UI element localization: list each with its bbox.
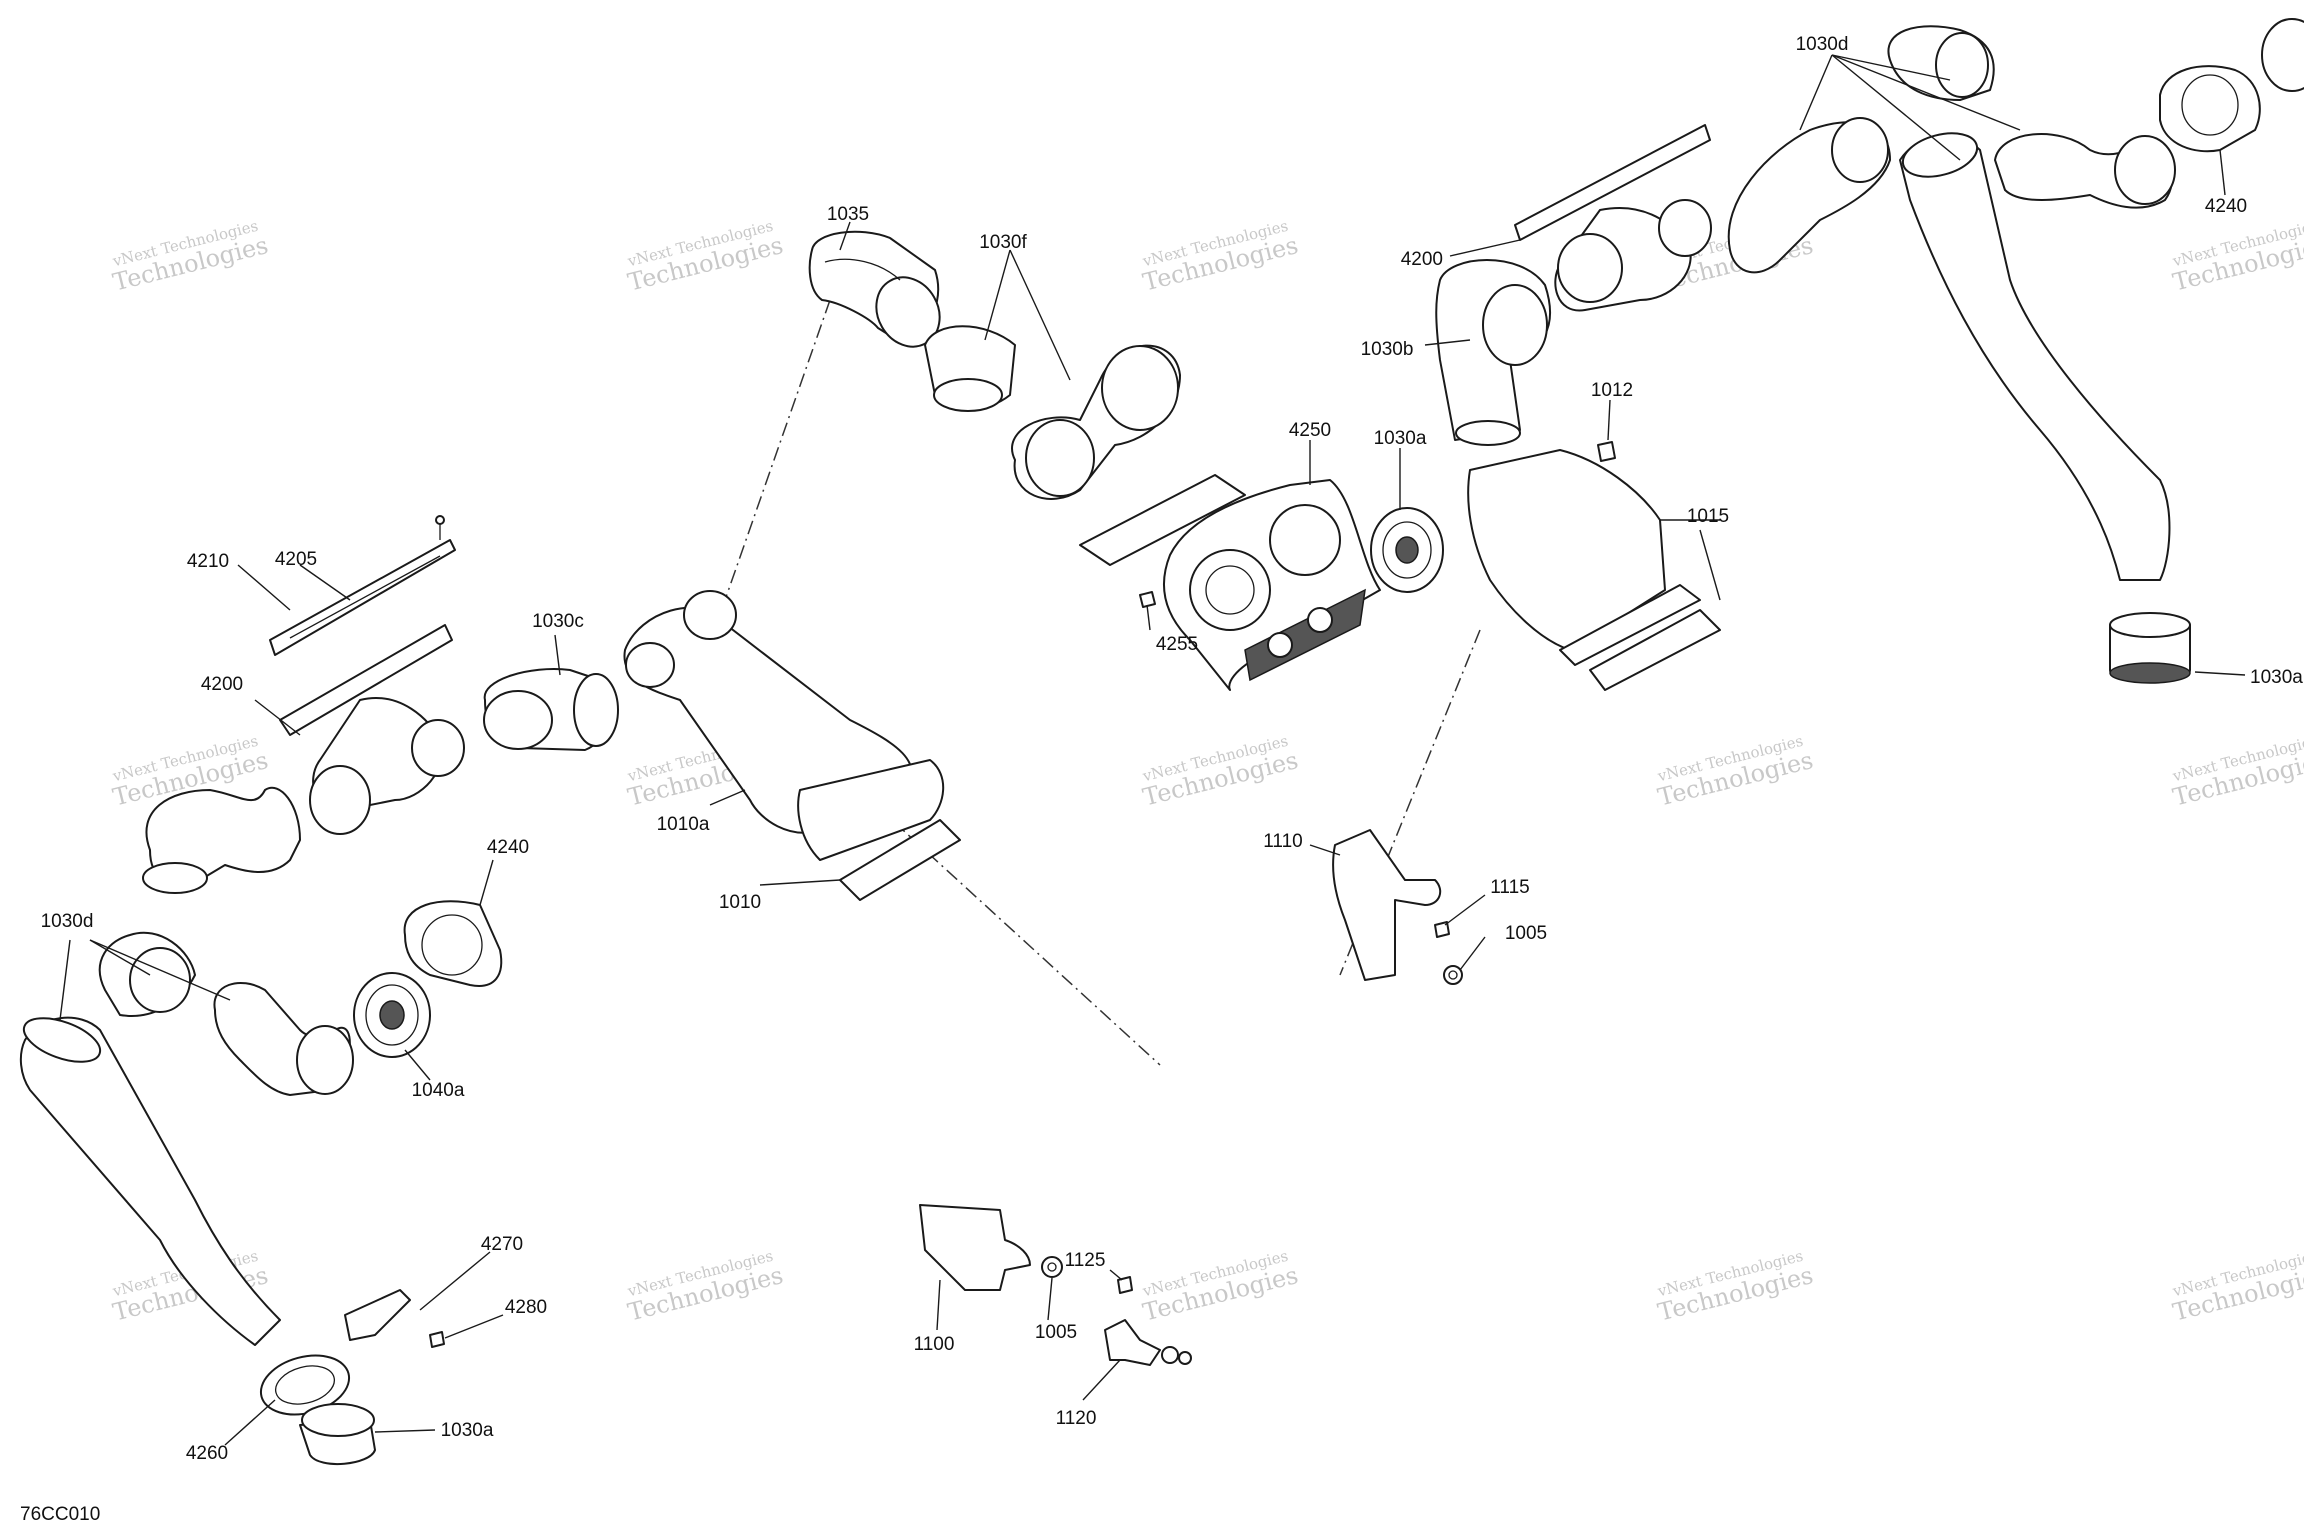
part-1030f-elbows <box>924 325 1181 500</box>
part-4200-vent-right <box>1514 124 1712 312</box>
label-1030d-right: 1030d <box>1796 34 1849 55</box>
part-1030a-right-vent <box>2109 612 2191 684</box>
part-4260-gasket <box>259 1354 351 1416</box>
part-1035-elbow <box>808 230 941 348</box>
label-1030a-center: 1030a <box>1374 428 1427 449</box>
label-1012: 1012 <box>1591 380 1633 401</box>
label-4200-left: 4200 <box>201 674 243 695</box>
part-4250-center-panel <box>1079 474 1381 691</box>
part-4200-vent-left <box>279 624 465 835</box>
part-1030d-left-ducts <box>19 787 354 1346</box>
part-1100-bracket <box>919 1204 1031 1291</box>
label-1120: 1120 <box>1056 1408 1097 1429</box>
label-4210: 4210 <box>187 551 229 572</box>
label-1040a: 1040a <box>412 1080 465 1101</box>
part-labels: 1035 1030f 1030d 4200 1030b 4250 1030a 1… <box>20 34 2303 1525</box>
label-1100: 1100 <box>914 1334 955 1355</box>
label-1005-bottom: 1005 <box>1035 1322 1077 1343</box>
part-1110-bracket <box>1332 829 1442 981</box>
part-4270-bracket <box>344 1289 411 1341</box>
label-1125: 1125 <box>1065 1250 1106 1271</box>
leader-lines <box>59 54 2246 1446</box>
part-4240-left-bezel <box>403 900 503 987</box>
label-4270: 4270 <box>481 1234 523 1255</box>
part-1005-nut-bottom <box>1041 1256 1063 1278</box>
label-1030a-right: 1030a <box>2250 667 2303 688</box>
part-1030a-center-vent <box>1370 507 1444 593</box>
part-4205-grille <box>269 515 456 656</box>
part-1005-nut-right <box>1443 965 1463 985</box>
label-1015: 1015 <box>1687 506 1729 527</box>
label-1010a: 1010a <box>657 814 710 835</box>
label-1005-right: 1005 <box>1505 923 1547 944</box>
label-4260: 4260 <box>186 1443 228 1464</box>
label-1010: 1010 <box>719 892 761 913</box>
label-1030d-left: 1030d <box>41 911 94 932</box>
part-1030b-elbow <box>1435 259 1551 446</box>
label-4240-right: 4240 <box>2205 196 2247 217</box>
label-4255: 4255 <box>1156 634 1198 655</box>
label-1115: 1115 <box>1490 877 1529 898</box>
part-1010-duct <box>623 590 961 901</box>
label-1030c: 1030c <box>532 611 584 632</box>
label-4280: 4280 <box>505 1297 547 1318</box>
label-4200-right: 4200 <box>1401 249 1443 270</box>
label-4250: 4250 <box>1289 420 1331 441</box>
part-4255-screw <box>1139 591 1156 608</box>
part-4280-bolt <box>429 1331 445 1348</box>
part-1012-screw <box>1597 441 1616 462</box>
part-1115-screw <box>1434 921 1450 938</box>
part-1030d-right-ducts <box>1727 25 2176 581</box>
part-1030a-bottom-vent <box>299 1403 376 1466</box>
label-1030b: 1030b <box>1361 339 1414 360</box>
part-1040a-vent <box>353 972 431 1058</box>
label-1035: 1035 <box>827 204 869 225</box>
part-4240-right-bezel <box>2159 18 2304 153</box>
part-1125-bolt <box>1117 1276 1133 1294</box>
label-1030f: 1030f <box>979 232 1027 253</box>
label-4205: 4205 <box>275 549 317 570</box>
label-4240-left: 4240 <box>487 837 529 858</box>
part-1015-duct <box>1467 449 1721 691</box>
part-1120-bracket <box>1104 1319 1192 1366</box>
label-1030a-bottom: 1030a <box>441 1420 494 1441</box>
label-1110: 1110 <box>1263 831 1302 852</box>
drawing-code: 76CC010 <box>20 1504 100 1525</box>
part-1030c-elbow <box>483 668 619 751</box>
